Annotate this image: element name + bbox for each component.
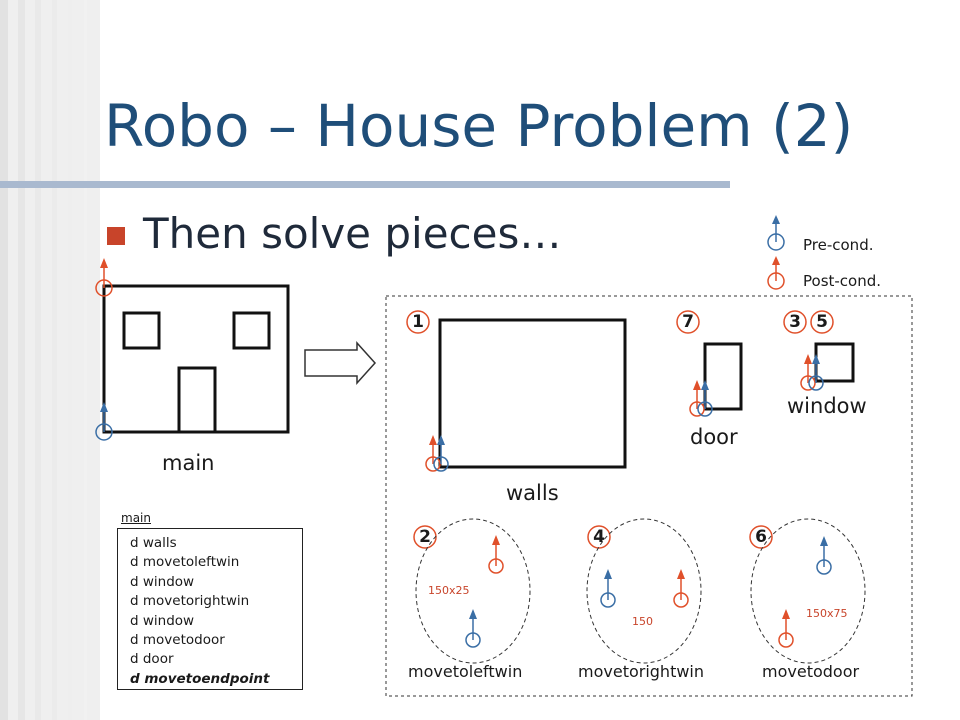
- step-circle-5: [810, 310, 834, 334]
- code-line-final: d movetoendpoint: [130, 670, 270, 687]
- walls-rect: [438, 318, 627, 469]
- main-house-figure: [102, 284, 290, 434]
- walls-label: walls: [506, 481, 559, 505]
- code-line: d walls: [130, 535, 177, 551]
- main-figure-label: main: [162, 451, 215, 475]
- main-postcondition-icon: [95, 258, 113, 297]
- door-conditions-icon: [689, 380, 713, 417]
- window-rect: [814, 342, 855, 383]
- movetoleftwin-precondition-icon: [465, 609, 481, 648]
- step-number-movetorightwin: 4: [593, 527, 605, 547]
- step-circle-6: [749, 525, 773, 549]
- step-circle-1: [406, 310, 430, 334]
- step-circle-3: [783, 310, 807, 334]
- movetodoor-dimension: 150x75: [806, 607, 848, 620]
- step-circle-2: [413, 525, 437, 549]
- legend-post-label: Post-cond.: [803, 272, 882, 290]
- pieces-container: [385, 295, 913, 697]
- movetoleftwin-postcondition-icon: [488, 535, 504, 574]
- code-line: d window: [130, 573, 195, 590]
- movetoleftwin-ellipse: [415, 518, 531, 664]
- slide-title: Robo – House Problem (2): [104, 92, 854, 160]
- transition-arrow: [304, 341, 377, 385]
- door-label: door: [690, 425, 738, 449]
- step-number-movetodoor: 6: [755, 527, 767, 547]
- code-title: main: [121, 511, 151, 525]
- step-number-window-second: 5: [816, 312, 828, 332]
- step-circle-7: [676, 310, 700, 334]
- door-rect: [703, 342, 743, 411]
- bullet-text: Then solve pieces…: [143, 209, 562, 258]
- code-line: d window: [130, 612, 195, 629]
- movetorightwin-ellipse: [586, 518, 702, 664]
- code-box: d walls d movetoleftwin d window d movet…: [117, 528, 303, 690]
- movetorightwin-dimension: 150: [632, 615, 653, 628]
- step-number-door: 7: [682, 312, 694, 332]
- legend-pre-label: Pre-cond.: [803, 236, 874, 254]
- step-circle-4: [587, 525, 611, 549]
- movetoleftwin-dimension: 150x25: [428, 584, 470, 597]
- code-line: d movetorightwin: [130, 593, 250, 610]
- code-line: d movetodoor: [130, 632, 225, 649]
- movetodoor-ellipse: [750, 518, 866, 664]
- movetodoor-postcondition-icon: [778, 609, 794, 648]
- walls-conditions-icon: [425, 435, 449, 472]
- movetorightwin-precondition-icon: [600, 569, 616, 608]
- legend-postcondition-icon: [767, 256, 785, 290]
- legend-precondition-icon: [767, 215, 785, 251]
- main-precondition-icon: [95, 402, 113, 441]
- step-number-window-first: 3: [789, 312, 801, 332]
- bullet-square: [107, 227, 125, 245]
- code-line: d door: [130, 651, 174, 668]
- window-conditions-icon: [800, 354, 824, 391]
- movetodoor-precondition-icon: [816, 536, 832, 575]
- window-label: window: [787, 394, 867, 418]
- movetodoor-label: movetodoor: [762, 662, 860, 681]
- movetoleftwin-label: movetoleftwin: [408, 662, 523, 681]
- movetorightwin-postcondition-icon: [673, 569, 689, 608]
- step-number-movetoleftwin: 2: [419, 527, 431, 547]
- code-line: d movetoleftwin: [130, 554, 240, 571]
- step-number-walls: 1: [412, 312, 424, 332]
- title-rule: [0, 181, 730, 188]
- movetorightwin-label: movetorightwin: [578, 662, 705, 681]
